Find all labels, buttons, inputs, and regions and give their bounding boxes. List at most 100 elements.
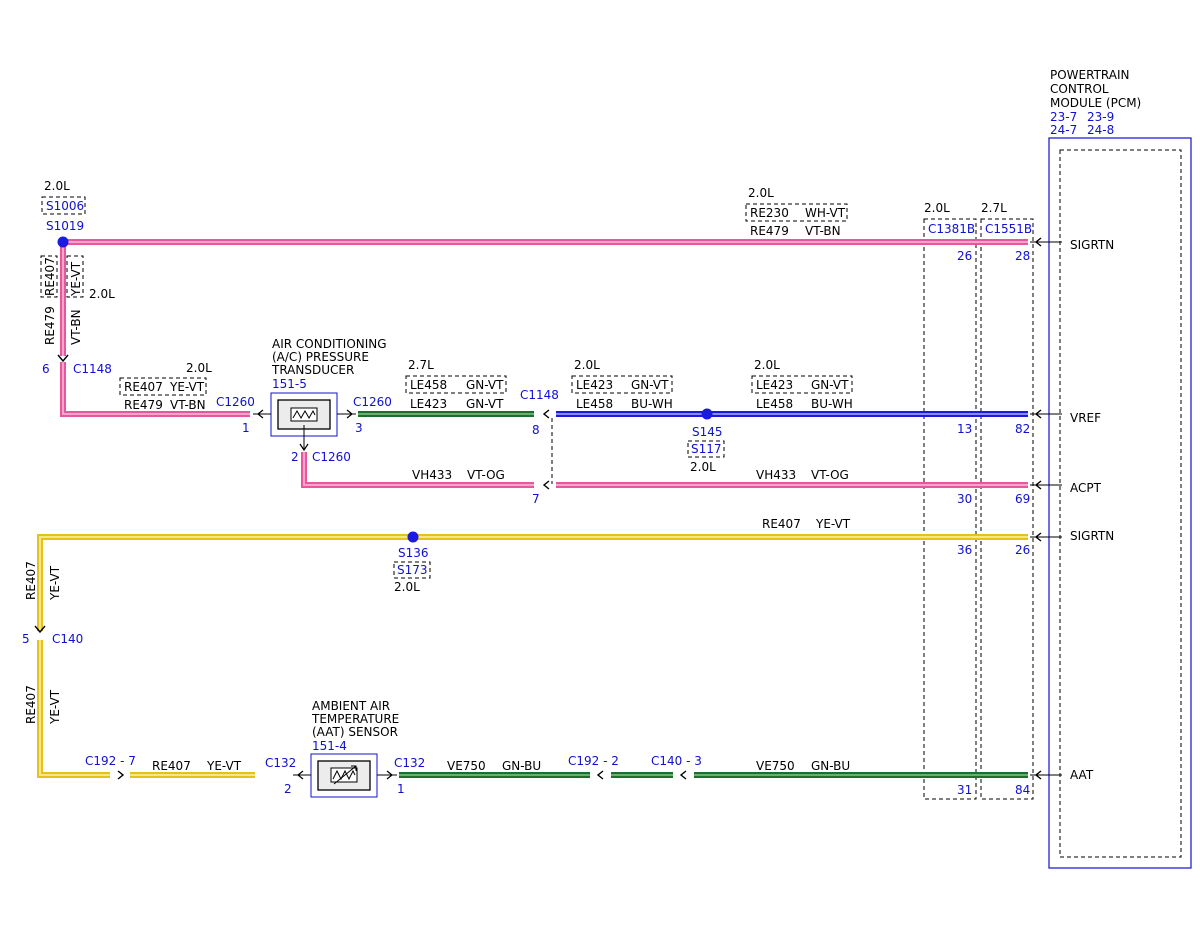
ac-pressure-transducer: AIR CONDITIONING (A/C) PRESSURE TRANSDUC… [216, 337, 392, 464]
pcm-pin-sigrtn-2: SIGRTN [1070, 529, 1114, 543]
circuit: RE479 [43, 306, 57, 345]
label-sigrtn-top: 2.0L RE230 WH-VT RE479 VT-BN [745, 186, 848, 238]
inline-c140: 5 C140 [22, 625, 83, 646]
c1260-label-right: C1260 [353, 395, 392, 409]
wire-layer [37, 239, 1028, 778]
engine-label: 2.0L [754, 358, 780, 372]
pcm-pin-stubs [1030, 237, 1062, 780]
arrow-left-icon [1034, 409, 1042, 419]
c140-pin-5: 5 [22, 632, 30, 646]
ac-sensor-title-2: (A/C) PRESSURE [272, 350, 369, 364]
label-acpt: VH433 VT-OG VH433 VT-OG [412, 468, 849, 482]
pcm-ref-24-8: 24-8 [1087, 123, 1114, 137]
arrow-right-icon [117, 770, 125, 780]
c1260-pin-3: 3 [355, 421, 363, 435]
circuit: RE479 [124, 398, 163, 412]
circuit: LE458 [576, 397, 613, 411]
ac-sensor-title-1: AIR CONDITIONING [272, 337, 387, 351]
c1148-label-left: C1148 [73, 362, 112, 376]
color: YE-VT [206, 759, 242, 773]
c140-label: C140 [52, 632, 83, 646]
c1381b-label: C1381B [928, 222, 975, 236]
engine-label: 2.0L [748, 186, 774, 200]
c1381b-pin: 31 [957, 783, 972, 797]
circuit: VE750 [447, 759, 486, 773]
arrow-left-icon [1034, 480, 1042, 490]
c1381b-pin: 26 [957, 249, 972, 263]
aat-sensor: AMBIENT AIR TEMPERATURE (AAT) SENSOR 151… [265, 699, 425, 798]
pcm-title-line-2: CONTROL [1050, 82, 1109, 96]
engine-label: 2.7L [408, 358, 434, 372]
wire-acpt-left [301, 452, 534, 488]
inline-c140-3: C140 - 3 [651, 754, 702, 780]
connector-c1551b: 2.7L C1551B 28 82 69 26 84 [980, 201, 1034, 800]
color: BU-WH [811, 397, 853, 411]
pcm-ref-23-9: 23-9 [1087, 110, 1114, 124]
aat-sensor-ref: 151-4 [312, 739, 347, 753]
c1148-pin-6: 6 [42, 362, 50, 376]
c1260-label-bottom: C1260 [312, 450, 351, 464]
c1551b-engine: 2.7L [981, 201, 1007, 215]
aat-sensor-title-2: TEMPERATURE [311, 712, 399, 726]
aat-sensor-title-1: AMBIENT AIR [312, 699, 390, 713]
s1006-label: S1006 [46, 199, 84, 213]
color: VT-OG [811, 468, 849, 482]
c132-label-right: C132 [394, 756, 425, 770]
color: GN-BU [811, 759, 850, 773]
pcm-title-line-1: POWERTRAIN [1050, 68, 1130, 82]
label-sigrtn-vertical: RE407 YE-VT 2.0L RE479 VT-BN [40, 255, 115, 345]
pcm-pin-aat: AAT [1070, 768, 1094, 782]
label-aat-green: VE750 GN-BU VE750 GN-BU [447, 759, 850, 773]
circuit: LE423 [410, 397, 447, 411]
engine-label: 2.0L [186, 361, 212, 375]
color: VT-BN [69, 309, 83, 345]
arrow-left-icon [1034, 237, 1042, 247]
label-yellow-top: RE407 YE-VT [762, 517, 851, 531]
inline-c192-7: C192 - 7 [85, 754, 136, 780]
engine-label: 2.0L [89, 287, 115, 301]
pcm-ref-24-7: 24-7 [1050, 123, 1077, 137]
c1551b-pin: 84 [1015, 783, 1030, 797]
color: YE-VT [48, 689, 62, 725]
alt-color: GN-VT [811, 378, 849, 392]
label-ac-green: 2.7L LE458 GN-VT LE423 GN-VT [405, 358, 507, 411]
arrow-left-icon [1034, 770, 1042, 780]
c132-pin-1: 1 [397, 782, 405, 796]
alt-color: GN-VT [631, 378, 669, 392]
color: BU-WH [631, 397, 673, 411]
c1551b-pin: 26 [1015, 543, 1030, 557]
s1006-engine: 2.0L [44, 179, 70, 193]
ac-sensor-ref: 151-5 [272, 377, 307, 391]
color: GN-VT [466, 397, 504, 411]
c1381b-engine: 2.0L [924, 201, 950, 215]
circuit: VH433 [756, 468, 796, 482]
c1148-label-right: C1148 [520, 388, 559, 402]
wire-yellow-top [37, 534, 1028, 631]
s1019-label: S1019 [46, 219, 84, 233]
c1148-pin-8: 8 [532, 423, 540, 437]
c1381b-pin: 36 [957, 543, 972, 557]
arrow-left-icon [596, 770, 604, 780]
alt-circuit: LE423 [576, 378, 613, 392]
arrow-left-icon [1034, 532, 1042, 542]
c1551b-pin: 82 [1015, 422, 1030, 436]
arrow-down-icon [299, 443, 309, 452]
alt-circuit: LE458 [410, 378, 447, 392]
connector-c1381b: 2.0L C1381B 26 13 30 36 31 [923, 201, 977, 800]
c1381b-pin: 30 [957, 492, 972, 506]
s173-engine: 2.0L [394, 580, 420, 594]
c1260-pin-2: 2 [291, 450, 299, 464]
label-yellow-bottom: RE407 YE-VT [152, 759, 242, 773]
alt-color: WH-VT [805, 206, 846, 220]
c132-label-left: C132 [265, 756, 296, 770]
label-vref-left: 2.0L LE423 GN-VT LE458 BU-WH [571, 358, 673, 411]
c132-pin-2: 2 [284, 782, 292, 796]
circuit: VE750 [756, 759, 795, 773]
aat-sensor-title-3: (AAT) SENSOR [312, 725, 398, 739]
arrow-left-icon [542, 480, 550, 490]
pcm-title-line-3: MODULE (PCM) [1050, 96, 1141, 110]
arrow-left-icon [542, 409, 550, 419]
c1381b-pin: 13 [957, 422, 972, 436]
alt-circuit: RE407 [124, 380, 163, 394]
s136-label: S136 [398, 546, 429, 560]
